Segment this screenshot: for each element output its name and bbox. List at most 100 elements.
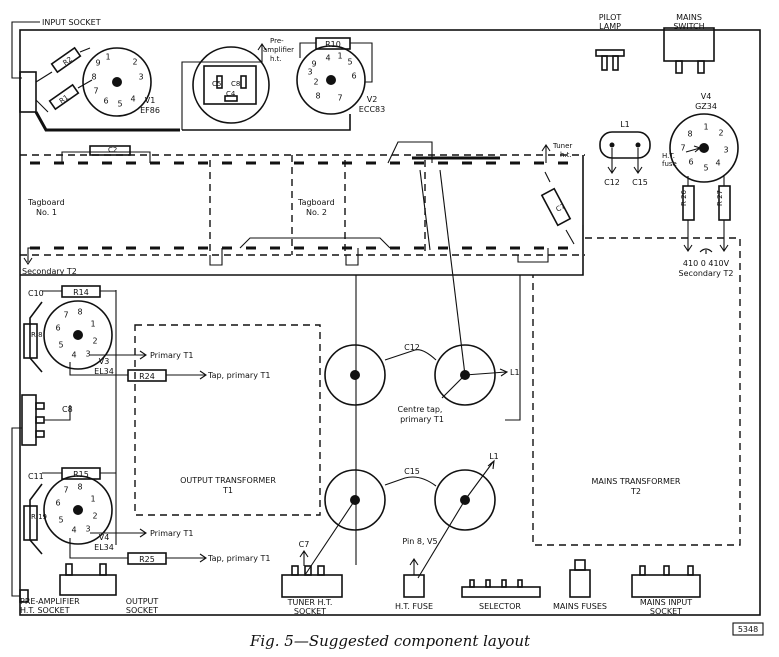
c4-label: C4 [226,90,236,98]
v2-pin: 9 [311,60,316,69]
r14-label: R14 [73,288,89,297]
r25-label: R25 [139,555,155,564]
centre-tap-label-2: primary T1 [400,415,444,424]
output-transformer [134,324,321,516]
capacitor-can-c5-c8-c4 [192,46,270,124]
preamp-socket-label-2: H.T. SOCKET [20,606,70,615]
tuner-ht-arrow [541,144,551,163]
preamp-socket-lead [11,427,22,597]
c7-label: C7 [555,202,567,213]
gz34-pin: 1 [703,123,708,132]
capacitor-c2 [61,145,151,163]
preamp-ht-label-3: h.t. [270,55,282,63]
gz34-pin: 2 [718,129,723,138]
pin8-v5-label: Pin 8, V5 [402,537,437,546]
left-bus-3 [505,275,521,421]
mains-fuses [569,559,591,598]
v2-pin: 7 [337,94,342,103]
primary-t1-b-label: Primary T1 [150,529,193,538]
choke-l1 [599,131,651,174]
v1-label: V1 [145,96,156,105]
c10-label: C10 [28,289,44,298]
v2-pin: 5 [347,58,352,67]
r24-lead [69,362,128,376]
valve-v4-el34: 1 2 3 4 5 6 7 8 [43,475,113,545]
resistor-r10 [299,37,373,83]
tagboard-area [20,154,585,256]
primary-t1-a-label: Primary T1 [150,351,193,360]
secondary-t2-right-label: Secondary T2 [679,269,734,278]
primary-t1-b-lead [90,528,147,538]
l1-label: L1 [620,120,630,129]
v2-pin: 6 [351,72,356,81]
mains-transformer-label-1: MAINS TRANSFORMER [592,477,681,486]
ht-fuse-bottom-label: H.T. FUSE [395,602,433,611]
tuner-socket-label-2: SOCKET [294,607,326,616]
v4-pin: 3 [85,525,90,534]
tuner-ht-label-2: h.t. [560,151,572,159]
v4-pin: 4 [71,526,76,535]
output-socket [59,563,117,596]
v1-pin: 5 [117,100,122,109]
v1-pin: 1 [105,53,110,62]
mains-transformer-label-2: T2 [630,487,641,496]
gz34-pin: 6 [688,158,693,167]
valve-v1: 1 2 3 4 5 6 7 8 9 [82,47,152,117]
mains-input-socket [631,565,701,598]
pilot-lamp-label-1: PILOT [599,13,622,22]
c2-label: C2 [108,146,117,154]
secondary-t2-left-arrow [23,247,40,265]
tagboard2-label-1: Tagboard [297,198,335,207]
v1-pin: 6 [103,97,108,106]
valve-v2: 1 2 3 4 5 6 7 8 9 [296,45,366,115]
v2-pin: 4 [325,54,330,63]
tagboard-drop-2 [345,248,359,266]
output-socket-label-2: SOCKET [126,606,158,615]
v4-pin: 6 [55,499,60,508]
resistor-r15 [42,467,116,480]
r15-label: R15 [73,470,89,479]
tagboard-to-c12 [439,169,466,376]
r10-label: R10 [325,40,341,49]
c12-link [384,349,437,361]
selector-switch [461,579,541,598]
c12-label: C12 [604,178,620,187]
mains-fuses-label: MAINS FUSES [553,602,607,611]
v4-label: V4 [99,533,110,542]
v4-pin: 7 [63,486,68,495]
c7-bottom-label: C7 [299,540,310,549]
output-transformer-label-2: T1 [222,486,233,495]
preamp-ht-arrow [257,43,267,51]
v4-pin: 2 [92,512,97,521]
pilot-lamp [595,49,625,71]
resistor-r19 [23,483,43,555]
c8-label: C8 [62,405,73,414]
tagboard-link-top [387,141,433,164]
v1-pin: 2 [132,58,137,67]
tap-primary-b-label: Tap, primary T1 [207,554,270,563]
secondary-t2-left-label: Secondary T2 [22,267,77,276]
preamp-ht-lead [181,45,263,130]
l1-bottom-arrow [464,459,495,501]
v4-pin: 5 [58,516,63,525]
input-lead-v1 [34,111,180,132]
resistor-r24 [127,369,207,382]
mains-input-label-2: SOCKET [650,607,682,616]
v3-pin: 3 [85,350,90,359]
ht-fuse-arrow [685,145,702,153]
primary-t1-a-lead [90,350,147,360]
figure-number-box [732,622,764,636]
v3-pin: 4 [71,351,76,360]
v1-pin: 9 [95,59,100,68]
resistor-r27 [718,176,731,252]
gz34-pin: 3 [723,146,728,155]
input-socket-lead [11,21,40,79]
tagboard2-label-2: No. 2 [306,208,327,217]
v1-pin: 4 [130,95,135,104]
v4-top-label: V4 [701,92,712,101]
gz34-pin: 7 [680,144,685,153]
v2-pin: 2 [313,78,318,87]
input-socket [19,71,37,113]
r19-label: R 19 [31,513,47,521]
